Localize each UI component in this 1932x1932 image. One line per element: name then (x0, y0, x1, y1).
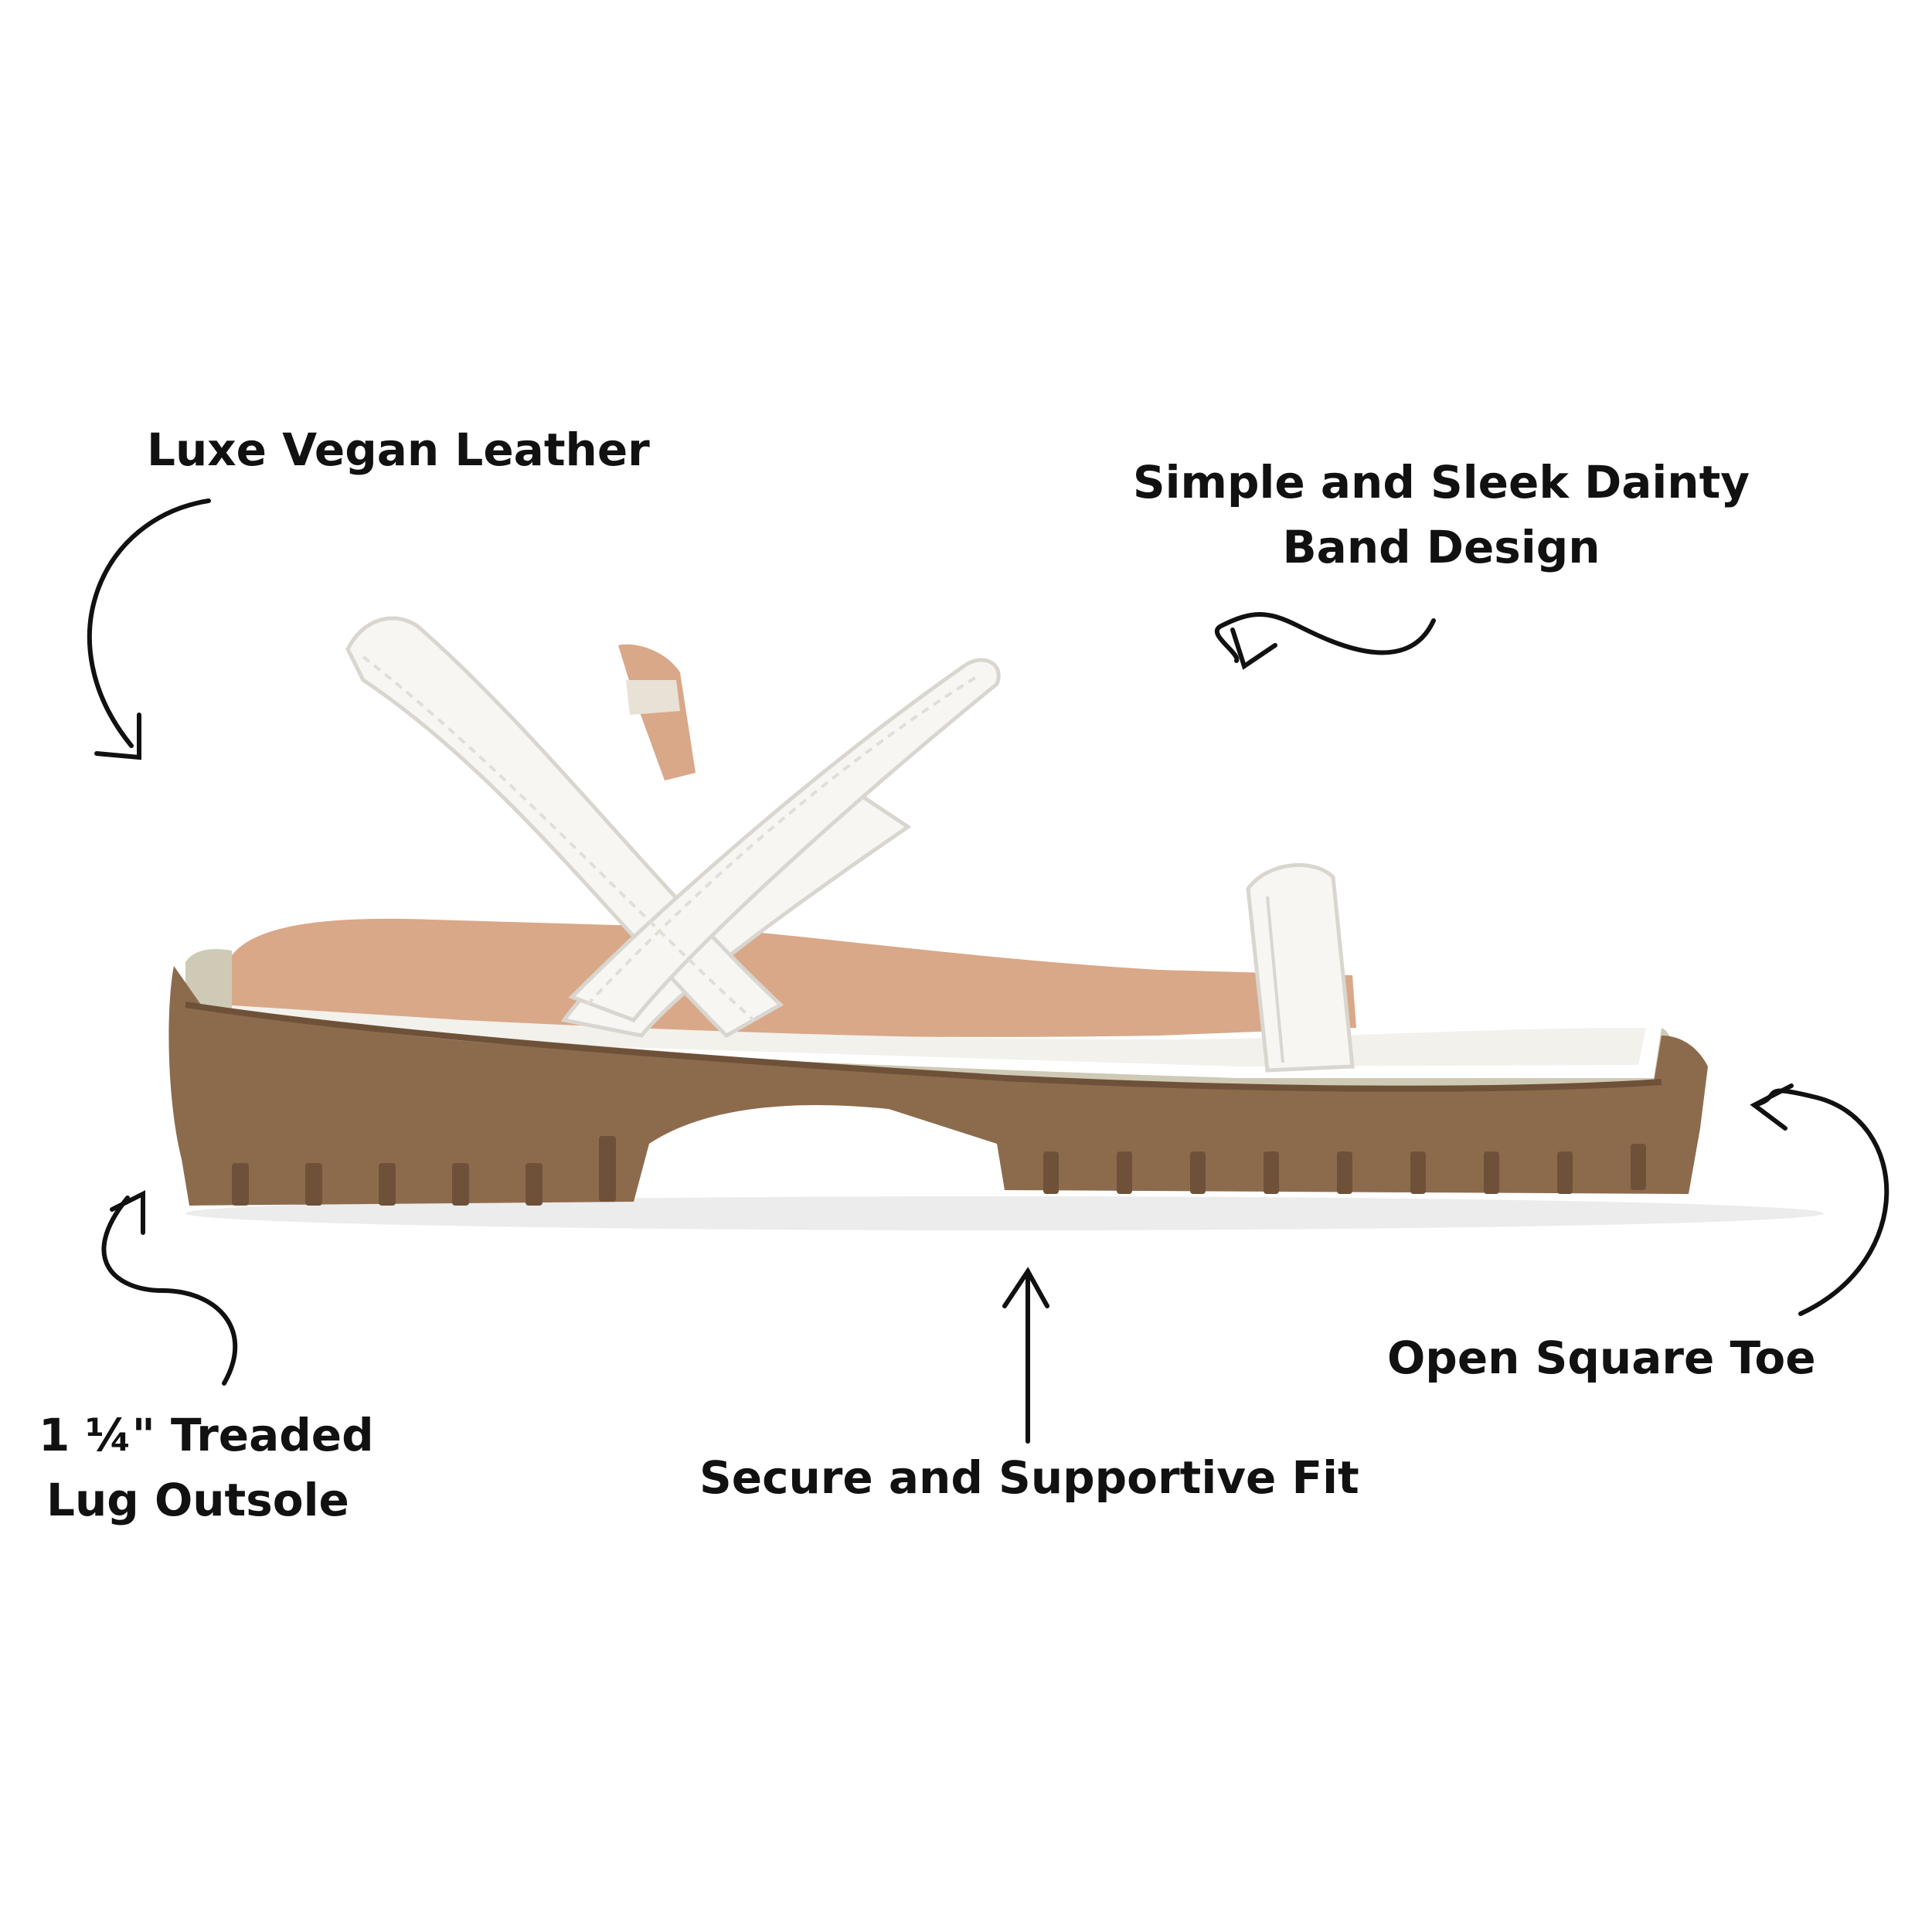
insole (224, 918, 1356, 1037)
arrow-toe (1750, 1083, 1889, 1316)
callout-band-design: Simple and Sleek Dainty Band Design (1132, 450, 1750, 580)
callout-outsole: 1 ¼" Treaded Lug Outsole (39, 1403, 374, 1532)
callout-band-design-line1: Simple and Sleek Dainty (1132, 456, 1750, 509)
midsole-rim (185, 949, 1671, 1097)
diagonal-strap (568, 658, 1001, 1022)
callout-vegan-leather-line1: Luxe Vegan Leather (147, 423, 650, 476)
arrow-outsole (101, 1190, 238, 1386)
toe-band (1246, 862, 1355, 1073)
callout-outsole-line1: 1 ¼" Treaded (39, 1409, 374, 1461)
callout-toe-line1: Open Square Toe (1387, 1332, 1816, 1384)
callout-band-design-line2: Band Design (1282, 521, 1600, 573)
callout-toe: Open Square Toe (1387, 1325, 1816, 1390)
callout-vegan-leather: Luxe Vegan Leather (147, 417, 650, 482)
arrow-band-design (1214, 612, 1436, 670)
callout-fit: Secure and Supportive Fit (699, 1445, 1359, 1510)
callout-fit-line1: Secure and Supportive Fit (699, 1451, 1359, 1504)
callout-outsole-line2: Lug Outsole (46, 1474, 349, 1526)
arrow-fit (1002, 1267, 1049, 1444)
lug-outsole (168, 966, 1709, 1206)
arrow-vegan-leather (87, 498, 211, 760)
heel-lugs (232, 1136, 616, 1206)
forefoot-lugs (1043, 1144, 1646, 1194)
